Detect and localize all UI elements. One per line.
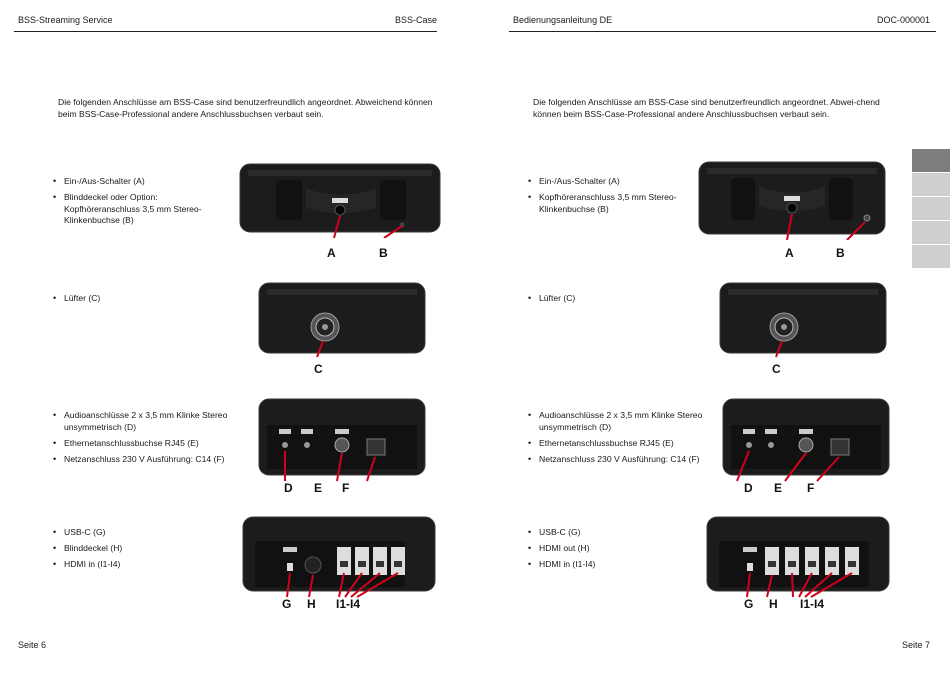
list-item: Ein-/Aus-Schalter (A) <box>53 176 233 188</box>
connector-list-4: USB-C (G) Blinddeckel (H) HDMI in (I1-I4… <box>53 527 233 575</box>
list-item: Audioanschlüsse 2 x 3,5 mm Klinke Stereo… <box>53 410 233 433</box>
intro-text: Die folgenden Anschlüsse am BSS-Case sin… <box>58 97 433 119</box>
case-front-photo <box>698 161 886 240</box>
callout-i1-i4: I1-I4 <box>336 597 361 611</box>
list-item: Ethernetanschlussbuchse RJ45 (E) <box>53 438 233 450</box>
page-number: Seite 7 <box>901 640 930 650</box>
chapter-tabs <box>912 149 950 269</box>
callout-h: H <box>307 597 316 611</box>
header-left: Bedienungsanleitung DE <box>513 15 613 25</box>
chapter-tab[interactable] <box>912 197 950 220</box>
case-audio-photo <box>258 398 426 482</box>
list-item: Kopfhöreranschluss 3,5 mm Stereo-Klinken… <box>528 192 708 215</box>
page-number: Seite 6 <box>18 640 47 650</box>
connector-list-1: Ein-/Aus-Schalter (A) Kopfhöreranschluss… <box>528 176 708 220</box>
callout-e: E <box>774 481 783 495</box>
callout-a: A <box>785 246 794 260</box>
list-item: Netzanschluss 230 V Ausführung: C14 (F) <box>528 454 708 466</box>
list-item: HDMI out (H) <box>528 543 708 555</box>
callout-f: F <box>342 481 350 495</box>
case-hdmi-photo <box>706 516 890 598</box>
header-right: DOC-000001 <box>876 15 930 25</box>
callout-f: F <box>807 481 815 495</box>
list-item: Audioanschlüsse 2 x 3,5 mm Klinke Stereo… <box>528 410 708 433</box>
callout-i1-i4: I1-I4 <box>800 597 825 611</box>
case-hdmi-photo <box>242 516 436 598</box>
connector-list-2: Lüfter (C) <box>53 293 233 309</box>
callout-e: E <box>314 481 323 495</box>
header-left: BSS-Streaming Service <box>18 15 113 25</box>
connector-list-1: Ein-/Aus-Schalter (A) Blinddeckel oder O… <box>53 176 233 231</box>
case-front-photo <box>239 163 441 238</box>
header-rule <box>14 31 437 32</box>
connector-list-3: Audioanschlüsse 2 x 3,5 mm Klinke Stereo… <box>53 410 233 470</box>
list-item: Ethernetanschlussbuchse RJ45 (E) <box>528 438 708 450</box>
callout-b: B <box>379 246 388 260</box>
callout-h: H <box>769 597 778 611</box>
list-item: HDMI in (I1-I4) <box>53 559 233 571</box>
right-page: Bedienungsanleitung DE DOC-000001 Die fo… <box>475 0 950 674</box>
chapter-tab[interactable] <box>912 173 950 196</box>
connector-list-4: USB-C (G) HDMI out (H) HDMI in (I1-I4) <box>528 527 708 575</box>
list-item: Lüfter (C) <box>528 293 708 305</box>
chapter-tab-active[interactable] <box>912 149 950 172</box>
header-right: BSS-Case <box>394 15 437 25</box>
intro-text: Die folgenden Anschlüsse am BSS-Case sin… <box>533 97 880 119</box>
case-fan-photo <box>258 282 426 358</box>
connector-list-3: Audioanschlüsse 2 x 3,5 mm Klinke Stereo… <box>528 410 708 470</box>
list-item: Blinddeckel (H) <box>53 543 233 555</box>
callout-b: B <box>836 246 845 260</box>
list-item: Netzanschluss 230 V Ausführung: C14 (F) <box>53 454 233 466</box>
callout-c: C <box>314 362 323 376</box>
callout-g: G <box>744 597 754 611</box>
case-audio-photo <box>722 398 890 482</box>
list-item: Ein-/Aus-Schalter (A) <box>528 176 708 188</box>
callout-d: D <box>284 481 293 495</box>
left-page: BSS-Streaming Service BSS-Case Die folge… <box>0 0 475 674</box>
chapter-tab[interactable] <box>912 245 950 268</box>
callout-g: G <box>282 597 292 611</box>
chapter-tab[interactable] <box>912 221 950 244</box>
case-fan-photo <box>719 282 887 358</box>
list-item: USB-C (G) <box>528 527 708 539</box>
header-rule <box>509 31 936 32</box>
list-item: Blinddeckel oder Option: Kopfhöreranschl… <box>53 192 233 227</box>
callout-d: D <box>744 481 753 495</box>
list-item: USB-C (G) <box>53 527 233 539</box>
list-item: HDMI in (I1-I4) <box>528 559 708 571</box>
callout-c: C <box>772 362 781 376</box>
connector-list-2: Lüfter (C) <box>528 293 708 309</box>
callout-a: A <box>327 246 336 260</box>
list-item: Lüfter (C) <box>53 293 233 305</box>
